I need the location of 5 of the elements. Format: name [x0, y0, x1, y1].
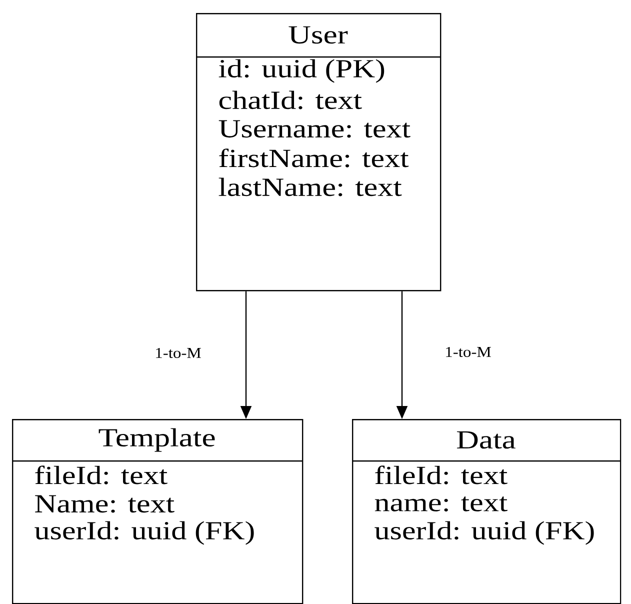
entity-box: Template fileId: text Name: text userId: uuid (FK)	[12, 419, 304, 604]
entity-box: Data fileId: text name: text userId: uuid (FK)	[352, 419, 622, 604]
edge-label: 1-to-M	[154, 346, 202, 360]
edge-label: 1-to-M	[444, 346, 492, 358]
entity-box: User id: uuid (PK) chatId: text Username: text firstName: text lastName: text	[196, 13, 442, 292]
